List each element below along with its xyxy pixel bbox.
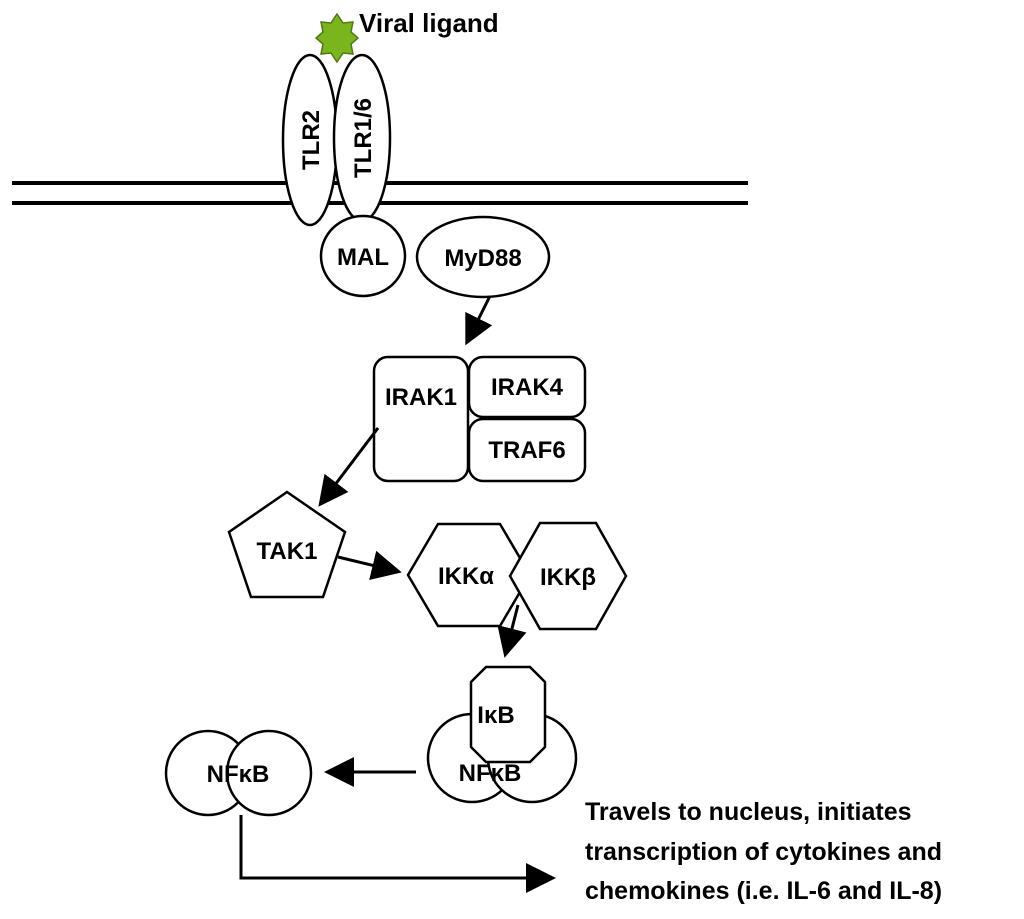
- bound-nfkb-label: NFκB: [459, 760, 522, 787]
- mal-label: MAL: [337, 244, 389, 271]
- traf6-label: TRAF6: [488, 437, 565, 464]
- viral-ligand-icon: [314, 12, 360, 64]
- nucleus-note-line1: Travels to nucleus, initiates: [585, 798, 912, 826]
- traf6-box: TRAF6: [467, 417, 587, 483]
- arrow-tak1-to-ikk: [337, 550, 402, 580]
- arrow-irak-to-tak1: [318, 427, 380, 507]
- ikb-label: IκB: [477, 702, 514, 729]
- ikk-beta-hexagon: IKKβ: [508, 521, 628, 631]
- arrow-to-nucleus: [239, 815, 556, 893]
- tak1-pentagon: TAK1: [227, 490, 347, 599]
- nucleus-note-line2: transcription of cytokines and: [585, 838, 942, 866]
- tlr16-receptor: TLR1/6: [332, 53, 392, 223]
- tlr2-receptor: TLR2: [281, 53, 339, 227]
- free-nfkb-label: NFκB: [207, 761, 270, 788]
- viral-ligand-label: Viral ligand: [359, 8, 499, 38]
- tak1-label: TAK1: [257, 538, 318, 565]
- mal-adaptor: MAL: [319, 214, 407, 298]
- myd88-adaptor: MyD88: [415, 215, 551, 299]
- ikk-beta-label: IKKβ: [540, 564, 596, 591]
- tlr16-label: TLR1/6: [350, 98, 377, 178]
- irak4-label: IRAK4: [491, 374, 564, 401]
- irak4-box: IRAK4: [467, 355, 587, 419]
- ikk-alpha-label: IKKα: [438, 563, 494, 590]
- ikb-nfkb-complex: IκB NFκB: [426, 665, 578, 804]
- irak1-box: IRAK1: [372, 355, 470, 483]
- arrow-myd88-to-irak: [465, 295, 493, 346]
- tlr2-label: TLR2: [298, 110, 325, 170]
- ikb-octagon: [469, 665, 547, 764]
- arrow-ikk-to-complex: [497, 604, 527, 658]
- free-nfkb: NFκB: [164, 729, 313, 817]
- myd88-label: MyD88: [444, 245, 521, 272]
- nucleus-note-line3: chemokines (i.e. IL-6 and IL-8): [585, 877, 942, 905]
- irak1-label: IRAK1: [385, 384, 457, 411]
